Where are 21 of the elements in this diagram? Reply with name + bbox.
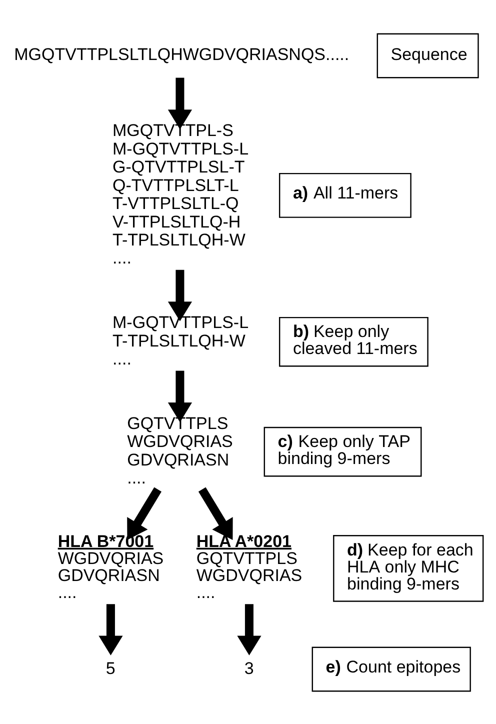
arrow bbox=[198, 486, 233, 540]
node-box: a) All 11-mers bbox=[278, 172, 412, 218]
node-text: 5 bbox=[106, 658, 116, 678]
node-text: HLA B*7001 WGDVQRIAS GDVQRIASN .... bbox=[58, 531, 164, 602]
node-text: 3 bbox=[244, 658, 254, 678]
node-text: MGQTVTTPLSLTLQHWGDVQRIASNQS..... bbox=[14, 44, 350, 64]
arrow bbox=[127, 486, 162, 540]
node-text: M-GQTVTTPLS-L T-TPLSLTLQH-W .... bbox=[112, 312, 249, 368]
node-box: c) Keep only TAP binding 9-mers bbox=[264, 426, 422, 476]
node-box: Sequence bbox=[376, 32, 479, 78]
node-text: GQTVTTPLS WGDVQRIAS GDVQRIASN .... bbox=[127, 413, 233, 488]
node-box: d) Keep for each HLA only MHC binding 9-mers bbox=[333, 534, 484, 602]
node-box: e) Count epitopes bbox=[312, 646, 471, 692]
arrow bbox=[237, 604, 262, 655]
arrow bbox=[168, 77, 192, 129]
node-box: b) Keep only cleaved 11-mers bbox=[278, 316, 428, 366]
node-text: MGQTVTTPL-S M-GQTVTTPLS-L G-QTVTTPLSL-T Q-TVTTPLSLT-L T-VTTPLSLTL-Q V-TTPLSLTLQ-H T-TPLSLTLQH-W .... bbox=[112, 120, 249, 268]
arrow bbox=[98, 604, 123, 655]
arrow bbox=[168, 370, 192, 422]
node-text: HLA A*0201 GQTVTTPLS WGDVQRIAS .... bbox=[196, 531, 302, 602]
arrow bbox=[168, 269, 192, 321]
